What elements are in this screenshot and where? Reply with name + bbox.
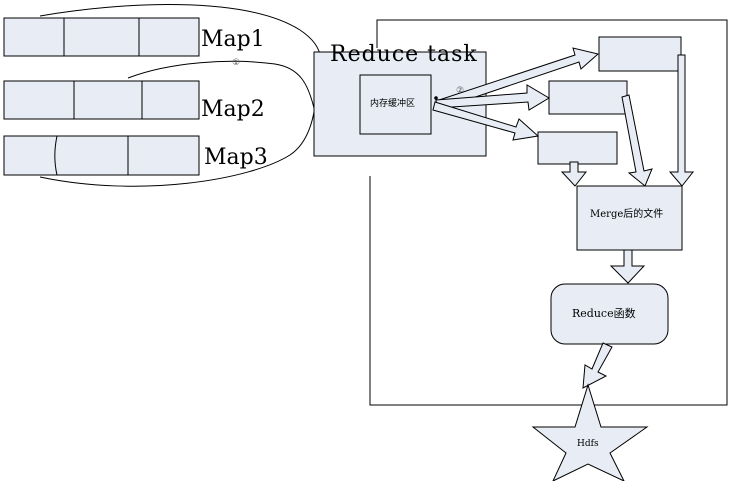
arrow-top-to-merge <box>668 54 695 187</box>
arrow-reduce-func-to-hdfs <box>582 342 613 389</box>
map2-row: Map2 <box>3 80 265 122</box>
hdfs-label: Hdfs <box>577 439 599 449</box>
memory-buffer-label: 内存缓冲区 <box>370 97 415 109</box>
map2-label: Map2 <box>201 97 265 122</box>
arrow-merge-to-reduce-func <box>609 249 646 284</box>
hdfs-star <box>531 383 649 481</box>
buffer-dot <box>434 96 438 100</box>
curve-map2 <box>127 60 315 109</box>
reduce-task-title: Reduce task <box>330 42 478 67</box>
map1-row: Map1 <box>3 17 265 57</box>
arrow-to-spill-bottom <box>432 101 540 141</box>
map3-row: Map3 <box>3 135 268 176</box>
merged-file-box <box>576 185 683 251</box>
reduce-function-box <box>550 283 669 345</box>
marker-two: ② <box>456 86 464 96</box>
spill-file-middle <box>548 80 628 115</box>
arrow-bottom-to-merge <box>560 161 588 187</box>
map1-label: Map1 <box>201 27 265 52</box>
merged-file-label: Merge后的文件 <box>590 207 663 220</box>
memory-buffer-box <box>359 74 432 135</box>
map3-label: Map3 <box>204 145 268 170</box>
reduce-function-label: Reduce函数 <box>572 307 636 320</box>
reduce-outer-frame <box>369 19 728 406</box>
spill-file-bottom <box>537 131 618 165</box>
curve-map3 <box>39 111 315 187</box>
buffer-to-spill-arrows <box>432 47 600 141</box>
spill-file-top <box>598 36 682 72</box>
arrow-middle-to-merge <box>621 94 653 187</box>
marker-one: ① <box>232 58 240 68</box>
spill-to-merge-arrows <box>560 54 695 187</box>
